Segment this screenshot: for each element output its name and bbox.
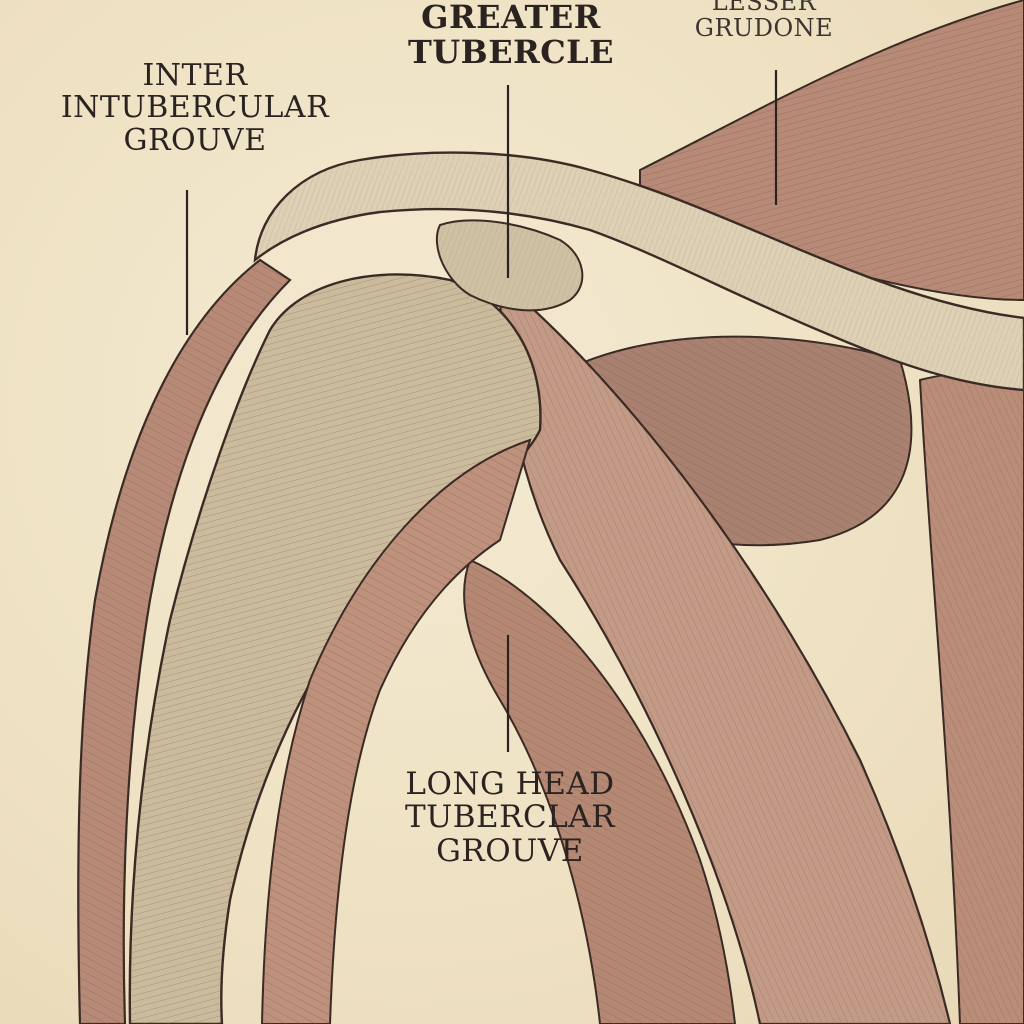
label-line: GREATER <box>421 0 601 36</box>
label-line: GRUDONE <box>694 13 834 42</box>
label-line: TUBERCLE <box>407 32 615 71</box>
label-line: INTER <box>142 58 248 93</box>
label-line: GROUVE <box>123 122 267 158</box>
label-line: INTUBERCULAR <box>60 90 330 126</box>
label-intertubercular-groove: INTER INTUBERCULAR GROUVE <box>40 58 350 158</box>
label-greater-tubercle: GREATER TUBERCLE <box>396 0 626 69</box>
label-line: LONG HEAD <box>405 766 615 802</box>
label-long-head: LONG HEAD TUBERCLAR GROUVE <box>370 766 650 869</box>
label-line: GROUVE <box>436 832 584 869</box>
label-lesser: LESSER GRUDONE <box>664 0 864 42</box>
label-line: LESSER <box>711 0 817 16</box>
label-line: TUBERCLAR <box>404 799 616 836</box>
